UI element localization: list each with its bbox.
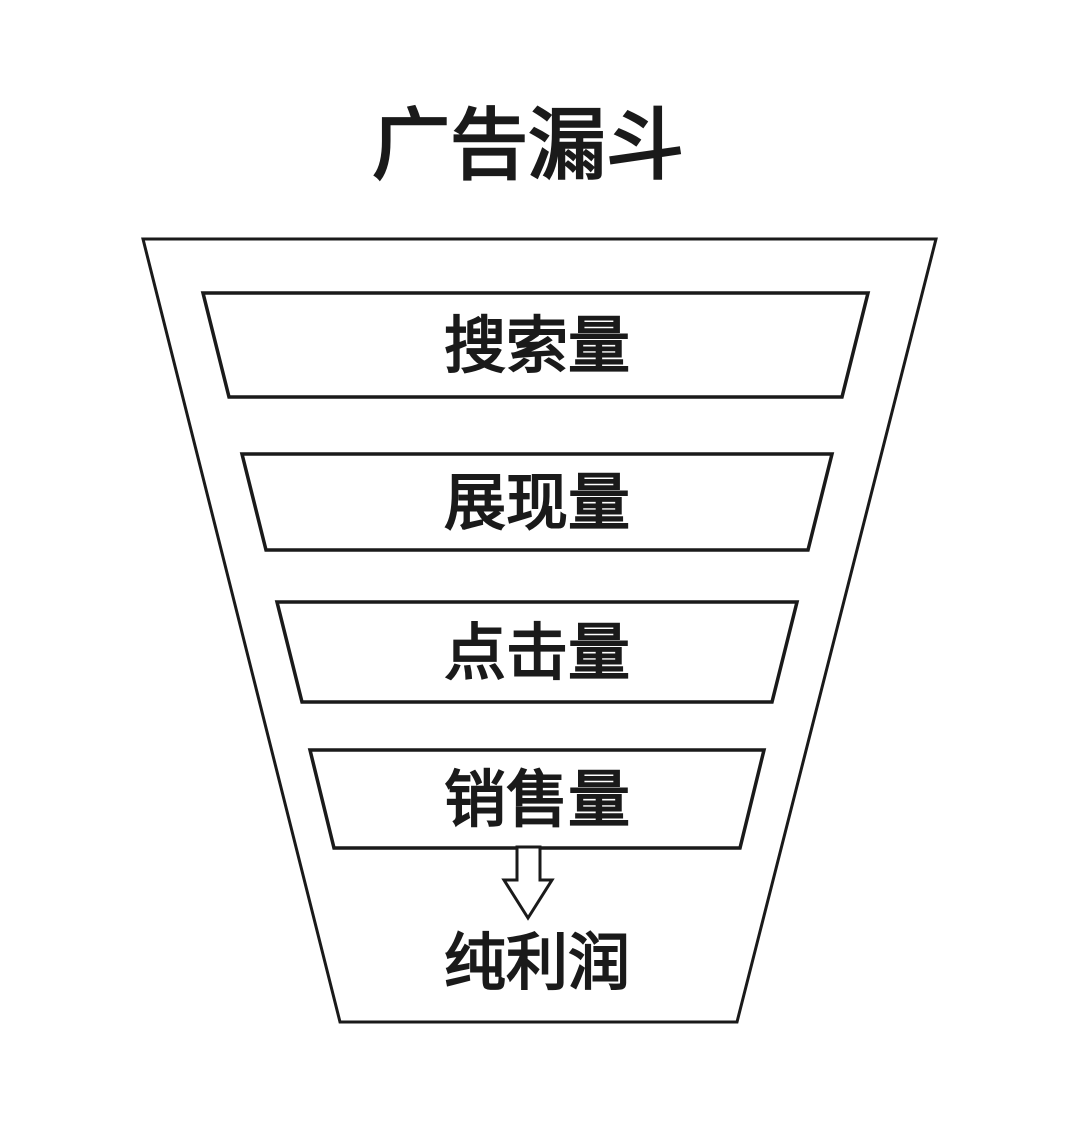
funnel-stage-search-volume: 搜索量 <box>200 291 871 399</box>
stage-label-search-volume: 搜索量 <box>444 312 630 381</box>
stage-bar-sales-volume <box>307 748 767 850</box>
funnel-stage-impression-volume: 展现量 <box>239 452 835 552</box>
down-arrow-icon <box>501 845 555 921</box>
diagram-title: 广告漏斗 <box>372 101 684 189</box>
funnel-stage-sales-volume: 销售量 <box>307 748 767 850</box>
result-label-net-profit: 纯利润 <box>444 929 630 998</box>
stage-bar-click-volume <box>274 600 800 704</box>
stage-label-sales-volume: 销售量 <box>444 766 630 835</box>
stage-bar-impression-volume <box>239 452 835 552</box>
funnel-stage-click-volume: 点击量 <box>274 600 800 704</box>
stage-label-impression-volume: 展现量 <box>444 469 630 538</box>
stage-bar-search-volume <box>200 291 871 399</box>
stage-label-click-volume: 点击量 <box>444 619 630 688</box>
funnel-outline <box>141 237 938 1024</box>
